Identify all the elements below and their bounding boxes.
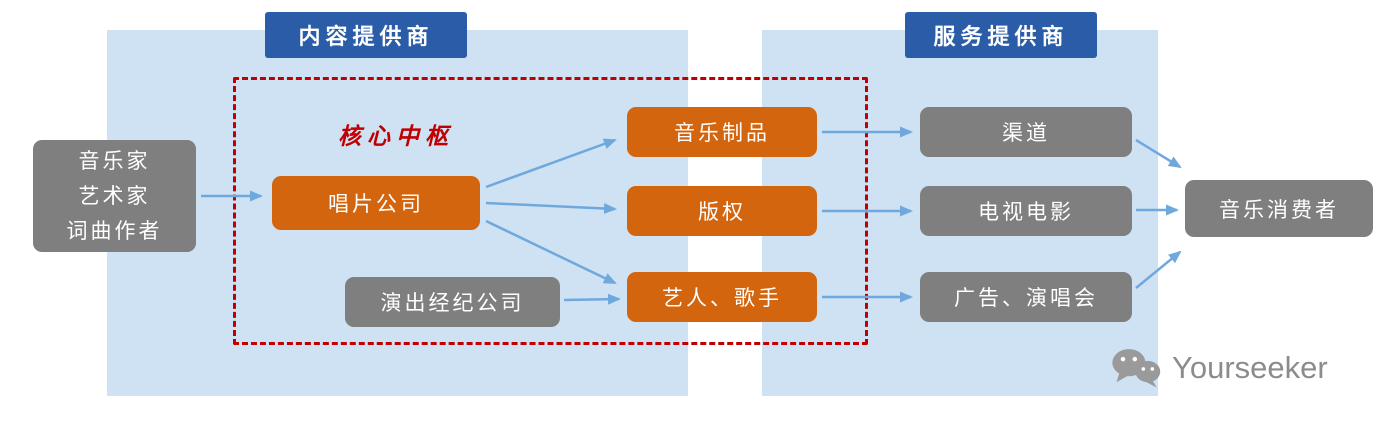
header-service-provider: 服务提供商 <box>905 12 1097 58</box>
node-performance-agency: 演出经纪公司 <box>345 277 560 327</box>
tv-film-label: 电视电影 <box>978 201 1074 224</box>
channels-label: 渠道 <box>1002 122 1050 145</box>
node-creators: 音乐家 艺术家 词曲作者 <box>33 140 196 252</box>
header-content-provider: 内容提供商 <box>265 12 467 58</box>
node-music-consumers: 音乐消费者 <box>1185 180 1373 237</box>
node-artists-singers: 艺人、歌手 <box>627 272 817 322</box>
music-consumers-label: 音乐消费者 <box>1219 198 1339 222</box>
node-channels: 渠道 <box>920 107 1132 157</box>
watermark-text: Yourseeker <box>1172 350 1328 385</box>
header-content-provider-label: 内容提供商 <box>298 24 434 49</box>
node-copyright: 版权 <box>627 186 817 236</box>
creators-line-1: 音乐家 <box>78 149 151 173</box>
node-tv-film: 电视电影 <box>920 186 1132 236</box>
record-company-label: 唱片公司 <box>328 193 424 216</box>
node-music-products: 音乐制品 <box>627 107 817 157</box>
watermark: Yourseeker <box>1110 346 1328 390</box>
ads-concerts-label: 广告、演唱会 <box>954 287 1098 310</box>
header-service-provider-label: 服务提供商 <box>933 24 1069 49</box>
artists-singers-label: 艺人、歌手 <box>662 287 782 310</box>
copyright-label: 版权 <box>698 201 746 224</box>
wechat-icon <box>1112 349 1161 388</box>
performance-agency-label: 演出经纪公司 <box>380 292 525 315</box>
creators-line-3: 词曲作者 <box>66 219 163 243</box>
node-record-company: 唱片公司 <box>272 176 480 230</box>
music-products-label: 音乐制品 <box>674 122 770 145</box>
core-hub-label: 核心中枢 <box>338 123 454 149</box>
node-ads-concerts: 广告、演唱会 <box>920 272 1132 322</box>
creators-line-2: 艺术家 <box>78 184 151 208</box>
